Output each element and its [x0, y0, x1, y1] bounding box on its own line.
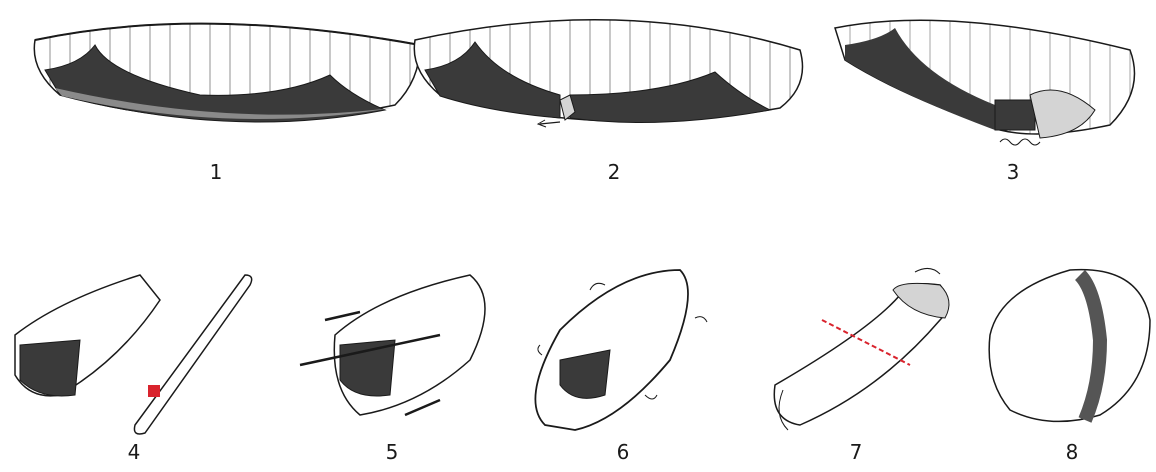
step-8-final-bag — [989, 270, 1150, 422]
step-number-7: 7 — [836, 440, 876, 464]
step-number-2: 2 — [594, 160, 634, 184]
step-number-5: 5 — [372, 440, 412, 464]
step-1-spread-wing — [34, 24, 420, 122]
step-number-4: 4 — [114, 440, 154, 464]
step-6-wrapping — [535, 270, 707, 430]
step-4-folded-stack-and-bag — [15, 275, 252, 434]
step-number-3: 3 — [993, 160, 1033, 184]
step-3-accordion-fold — [835, 20, 1135, 145]
step-5-stack-on-bag — [300, 275, 485, 415]
step-number-1: 1 — [196, 160, 236, 184]
step-2-center-fold — [414, 20, 802, 127]
step-number-8: 8 — [1052, 440, 1092, 464]
step-7-rolling — [774, 268, 949, 430]
step-number-6: 6 — [603, 440, 643, 464]
